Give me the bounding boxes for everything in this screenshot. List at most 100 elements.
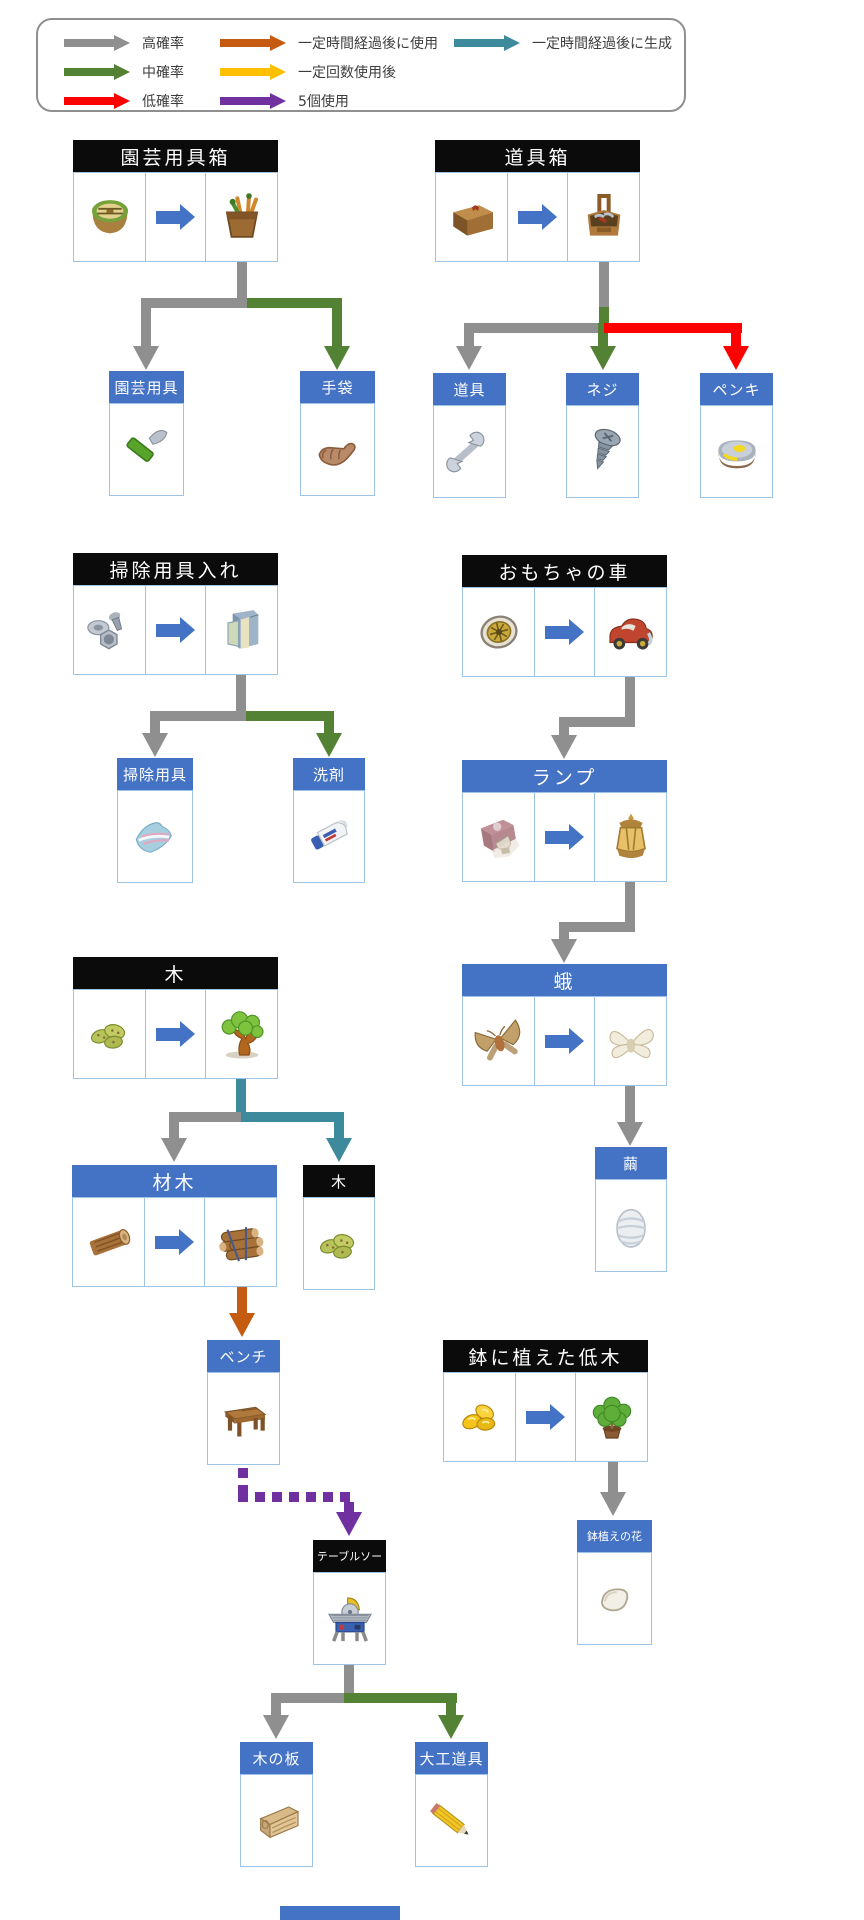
pencil-icon <box>424 1793 480 1849</box>
item-cell <box>207 1372 280 1465</box>
item-cell <box>73 172 146 262</box>
edge-segment <box>271 1693 350 1703</box>
gray-arrowhead <box>133 346 159 370</box>
edge-segment <box>559 717 569 735</box>
blue-arrow-icon <box>545 1028 584 1054</box>
node-lamp: ランプ <box>462 760 667 882</box>
edge-segment <box>344 1665 354 1703</box>
item-cell <box>205 989 278 1079</box>
green-arrowhead <box>316 733 342 757</box>
node-tree: 木 <box>73 957 278 1079</box>
edge-segment <box>246 711 334 721</box>
item-cell <box>73 989 146 1079</box>
edge-segment <box>236 675 246 721</box>
legend-label: 一定時間経過後に生成 <box>532 36 672 52</box>
wrench-icon <box>442 424 498 480</box>
node-carpentry-tools: 大工道具 <box>415 1742 488 1867</box>
item-cell <box>594 587 667 677</box>
blue-arrow-icon <box>156 617 195 643</box>
item-cell <box>566 405 639 498</box>
cocoon-icon <box>603 1198 659 1254</box>
edge-segment <box>464 323 474 346</box>
merge-arrow-cell <box>534 792 595 882</box>
node-title: 蛾 <box>462 964 667 996</box>
wood-plank-icon <box>249 1793 305 1849</box>
node-title: 繭 <box>595 1147 667 1179</box>
node-title: 木 <box>73 957 278 989</box>
item-cell <box>240 1774 313 1867</box>
item-cell <box>462 587 535 677</box>
edge-segment <box>141 298 247 308</box>
item-cell <box>595 1179 667 1272</box>
node-title: 手袋 <box>300 371 375 403</box>
item-cell <box>300 403 375 496</box>
node-cleaning-closet: 掃除用具入れ <box>73 553 278 675</box>
green-arrow-icon <box>64 64 130 80</box>
legend-row: 低確率 <box>64 92 184 110</box>
gray-arrowhead <box>600 1492 626 1516</box>
moth-white-icon <box>603 1013 659 1069</box>
toolbox-open-icon <box>576 189 632 245</box>
legend-label: 5個使用 <box>298 94 349 110</box>
gray-arrow-icon <box>64 35 130 51</box>
merge-arrow-cell <box>145 172 206 262</box>
node-title: 木の板 <box>240 1742 313 1774</box>
edge-segment <box>332 298 342 346</box>
item-cell <box>303 1197 375 1290</box>
moth-brown-icon <box>471 1013 527 1069</box>
shrub-pot-icon <box>584 1389 640 1445</box>
node-lumber: 材木 <box>72 1165 277 1287</box>
node-gardening-tools: 園芸用具 <box>109 371 184 496</box>
purple-arrow-icon <box>220 93 286 109</box>
item-cell <box>415 1774 488 1867</box>
cleaning-cabinet-icon <box>214 602 270 658</box>
edge-segment <box>344 1693 457 1703</box>
edge-segment <box>344 1502 354 1514</box>
node-cocoon: 繭 <box>595 1147 667 1272</box>
legend-label: 一定回数使用後 <box>298 65 396 81</box>
edge-segment <box>599 307 609 323</box>
edge-segment <box>464 323 604 333</box>
item-cell <box>73 585 146 675</box>
wheel-icon <box>471 604 527 660</box>
edge-segment <box>559 717 635 727</box>
green-arrowhead <box>324 346 350 370</box>
blue-arrow-icon <box>156 204 195 230</box>
item-cell <box>313 1572 386 1665</box>
bulb-box-icon <box>471 809 527 865</box>
seeds-yellow-icon <box>452 1389 508 1445</box>
orange-arrow-icon <box>220 35 286 51</box>
node-potted-flower: 鉢植えの花 <box>577 1520 652 1645</box>
edge-segment <box>599 262 609 307</box>
edge-segment <box>236 1079 246 1122</box>
legend-label: 中確率 <box>142 65 184 81</box>
edge-segment <box>731 323 741 346</box>
red-arrowhead <box>723 346 749 370</box>
paint-can-icon <box>709 424 765 480</box>
node-title: 掃除用具入れ <box>73 553 278 585</box>
edge-segment <box>625 1086 635 1124</box>
edge-segment <box>169 1112 179 1138</box>
node-title: 鉢に植えた低木 <box>443 1340 648 1372</box>
legend-row: 一定回数使用後 <box>220 63 396 81</box>
node-cleaning-tools: 掃除用具 <box>117 758 193 883</box>
node-tree-small: 木 <box>303 1165 375 1290</box>
yellow-arrow-icon <box>220 64 286 80</box>
green-arrowhead <box>590 346 616 370</box>
gray-arrowhead <box>161 1138 187 1162</box>
seeds-green-icon <box>311 1216 367 1272</box>
node-gloves: 手袋 <box>300 371 375 496</box>
legend-label: 低確率 <box>142 94 184 110</box>
edge-segment <box>237 262 247 308</box>
node-screws: ネジ <box>566 373 639 498</box>
cleaning-cloth-icon <box>127 809 183 865</box>
node-wood-board: 木の板 <box>240 1742 313 1867</box>
table-saw-icon <box>322 1591 378 1647</box>
edge-segment-dashed <box>238 1468 248 1502</box>
tool-bucket-icon <box>214 189 270 245</box>
legend-row: 高確率 <box>64 34 184 52</box>
bench-icon <box>216 1391 272 1447</box>
teal-arrow-icon <box>454 35 520 51</box>
edge-segment-dashed <box>238 1492 356 1502</box>
